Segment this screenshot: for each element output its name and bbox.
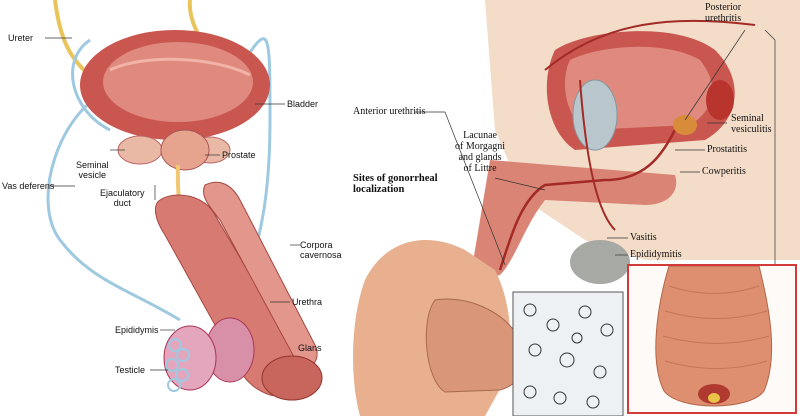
seminal-vesicle-label: Seminal vesicle bbox=[76, 160, 109, 180]
urethra-label: Urethra bbox=[292, 297, 323, 307]
gonorrhea-sites-panel: Posterior urethritis Anterior urethritis… bbox=[345, 0, 800, 416]
vasitis-label: Vasitis bbox=[630, 232, 657, 243]
vas-deferens-label: Vas deferens bbox=[2, 181, 55, 191]
glans-closeup-inset bbox=[627, 264, 797, 414]
corpora-cavernosa-label: Corpora cavernosa bbox=[300, 240, 342, 260]
ureter-label: Ureter bbox=[8, 33, 34, 43]
anatomy-illustration-panel: Ureter Bladder Seminal vesicle Prostate … bbox=[0, 0, 345, 416]
prostatitis-label: Prostatitis bbox=[707, 144, 748, 155]
sites-of-localization-title: Sites of gonorrheal localization bbox=[353, 173, 438, 195]
cowperitis-label: Cowperitis bbox=[702, 166, 746, 177]
seminal-vesiculitis-label: Seminal vesiculitis bbox=[731, 113, 772, 135]
ejaculatory-duct-label: Ejaculatory duct bbox=[100, 188, 145, 208]
gonorrhea-sites-drawing bbox=[353, 0, 800, 416]
glans-closeup-drawing bbox=[655, 266, 773, 407]
urogenital-anatomy-drawing bbox=[45, 0, 323, 401]
prostate-label: Prostate bbox=[222, 150, 256, 160]
epididymis-label: Epididymis bbox=[115, 325, 159, 335]
lacunae-morgagni-label: Lacunae of Morgagni and glands of Littre bbox=[455, 130, 506, 174]
posterior-urethritis-label: Posterior urethritis bbox=[705, 2, 742, 24]
epididymitis-label: Epididymitis bbox=[630, 249, 682, 260]
glans-label: Glans bbox=[298, 343, 322, 353]
testicle-label: Testicle bbox=[115, 365, 146, 375]
anterior-urethritis-label: Anterior urethritis bbox=[353, 106, 426, 117]
bladder-label: Bladder bbox=[287, 99, 319, 109]
